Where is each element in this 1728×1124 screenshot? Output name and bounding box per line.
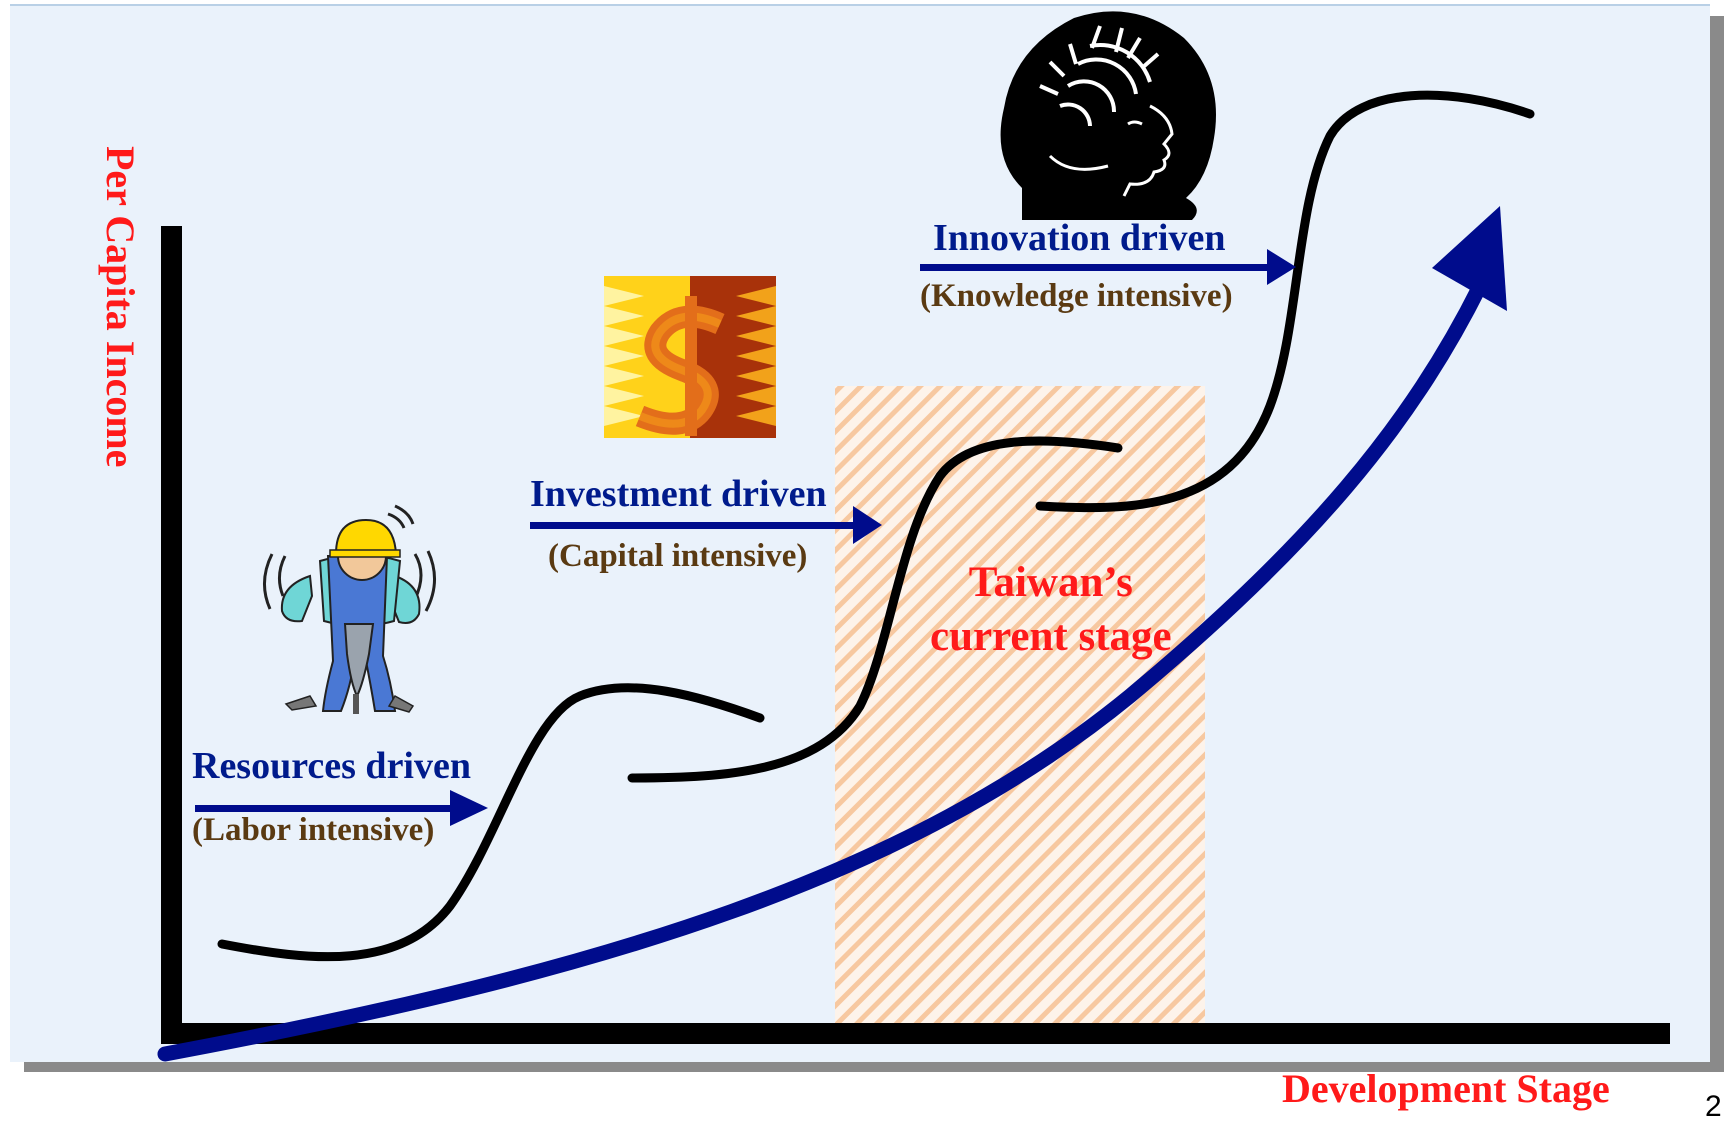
y-axis-label: Per Capita Income (98, 146, 143, 468)
page-number: 2 (1705, 1090, 1722, 1123)
current-stage-region (835, 386, 1205, 1026)
stage-subtitle-innovation: (Knowledge intensive) (920, 278, 1233, 314)
current-stage-label: Taiwan’s current stage (930, 556, 1172, 664)
stage-title-investment: Investment driven (530, 473, 827, 515)
stage-subtitle-investment: (Capital intensive) (548, 538, 808, 574)
growth-trend-arrow (157, 278, 1488, 1062)
stage-title-resources: Resources driven (192, 745, 471, 787)
x-axis-label: Development Stage (1282, 1066, 1610, 1111)
x-axis-line (161, 1023, 1670, 1044)
diagram-art (157, 11, 1670, 1062)
worker-jackhammer-icon (263, 504, 437, 714)
s-curve-investment (627, 436, 1123, 783)
dollar-sign-icon (604, 276, 776, 438)
growth-trend-arrowhead (1432, 206, 1507, 311)
y-axis-line (161, 226, 182, 1043)
stage-arrow-investment (530, 506, 882, 544)
s-curve-resources (217, 683, 765, 962)
human-head-brain-icon (1000, 11, 1216, 221)
stage-arrow-resources (195, 790, 488, 826)
s-curve-innovation (1035, 90, 1535, 513)
current-stage-line1: Taiwan’s (968, 559, 1133, 606)
slide-canvas: Per Capita Income Resources driven (Labo… (10, 4, 1710, 1062)
stage-title-innovation: Innovation driven (933, 217, 1226, 259)
stage-arrow-innovation (920, 249, 1296, 285)
stage-subtitle-resources: (Labor intensive) (192, 812, 435, 848)
current-stage-line2: current stage (930, 613, 1172, 660)
